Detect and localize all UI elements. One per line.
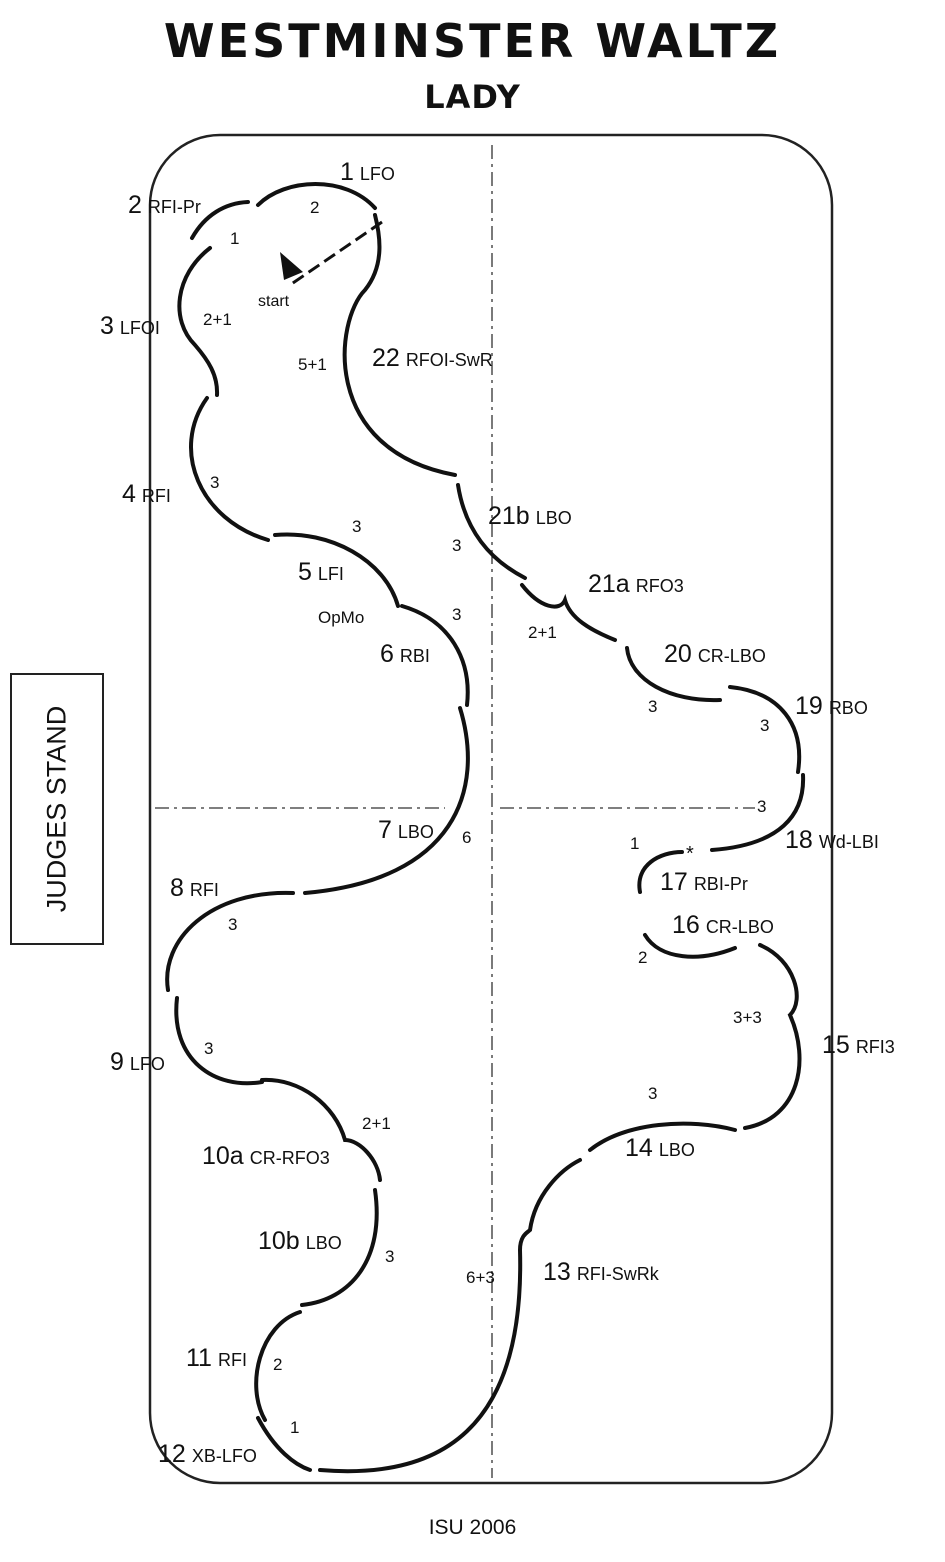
diagram-title: WESTMINSTER WALTZ — [163, 14, 782, 68]
beat-label: 3+3 — [733, 1008, 762, 1027]
beat-labels: 2 1 2+1 5+1 3 3 3 3 3 2+1 3 3 3 6 1 3 3 … — [203, 198, 769, 1437]
beat-label: 2 — [638, 948, 647, 967]
edge-13 — [318, 1158, 582, 1474]
edge-12 — [256, 1416, 312, 1472]
rink-outline — [148, 133, 834, 1485]
beat-label: 6+3 — [466, 1268, 495, 1287]
edge-11 — [254, 1310, 302, 1422]
edge-14 — [588, 1121, 737, 1152]
edge-5 — [273, 532, 400, 608]
edge-10a — [260, 1077, 382, 1182]
beat-label: 3 — [760, 716, 769, 735]
footer-credit: ISU 2006 — [428, 1516, 517, 1539]
beat-label: 5+1 — [298, 355, 327, 374]
edge-1 — [256, 182, 377, 210]
edge-18 — [710, 773, 806, 852]
beat-label: 3 — [452, 536, 461, 555]
edge-2 — [190, 200, 250, 240]
edge-4 — [189, 396, 270, 542]
edge-21b — [456, 483, 527, 580]
beat-label: 3 — [757, 797, 766, 816]
edge-15 — [743, 943, 802, 1130]
beat-label: 3 — [210, 473, 219, 492]
edge-19 — [728, 685, 802, 774]
beat-label: 2 — [310, 198, 319, 217]
judges-stand-box — [10, 673, 104, 945]
edge-9 — [174, 996, 264, 1086]
asterisk-mark: * — [686, 843, 694, 865]
beat-label: 3 — [352, 517, 361, 536]
beat-label: 2+1 — [203, 310, 232, 329]
start-arrow-icon — [280, 252, 303, 280]
beat-label: 3 — [648, 1084, 657, 1103]
beat-label: 3 — [204, 1039, 213, 1058]
beat-label: 1 — [230, 229, 239, 248]
edge-6 — [400, 604, 470, 707]
opmo-label: OpMo — [318, 608, 364, 627]
beat-label: 1 — [290, 1418, 299, 1437]
edge-20 — [625, 646, 722, 703]
edge-16 — [643, 933, 737, 959]
edge-3 — [177, 246, 220, 397]
edge-22 — [342, 213, 457, 477]
beat-label: 2+1 — [362, 1114, 391, 1133]
beat-label: 1 — [630, 834, 639, 853]
beat-label: 2+1 — [528, 623, 557, 642]
edge-21a — [520, 583, 617, 642]
diagram-subtitle: LADY — [424, 78, 521, 116]
beat-label: 3 — [385, 1247, 394, 1266]
beat-label: 3 — [648, 697, 657, 716]
edge-17 — [637, 850, 684, 894]
start-line — [289, 220, 383, 287]
edge-7 — [303, 706, 470, 895]
beat-label: 3 — [452, 605, 461, 624]
beat-label: 2 — [273, 1355, 282, 1374]
beat-label: 3 — [228, 915, 237, 934]
skating-pattern — [165, 182, 806, 1474]
edge-8 — [165, 890, 295, 992]
beat-label: 6 — [462, 828, 471, 847]
start-label: start — [258, 293, 290, 310]
edge-10b — [300, 1188, 379, 1307]
